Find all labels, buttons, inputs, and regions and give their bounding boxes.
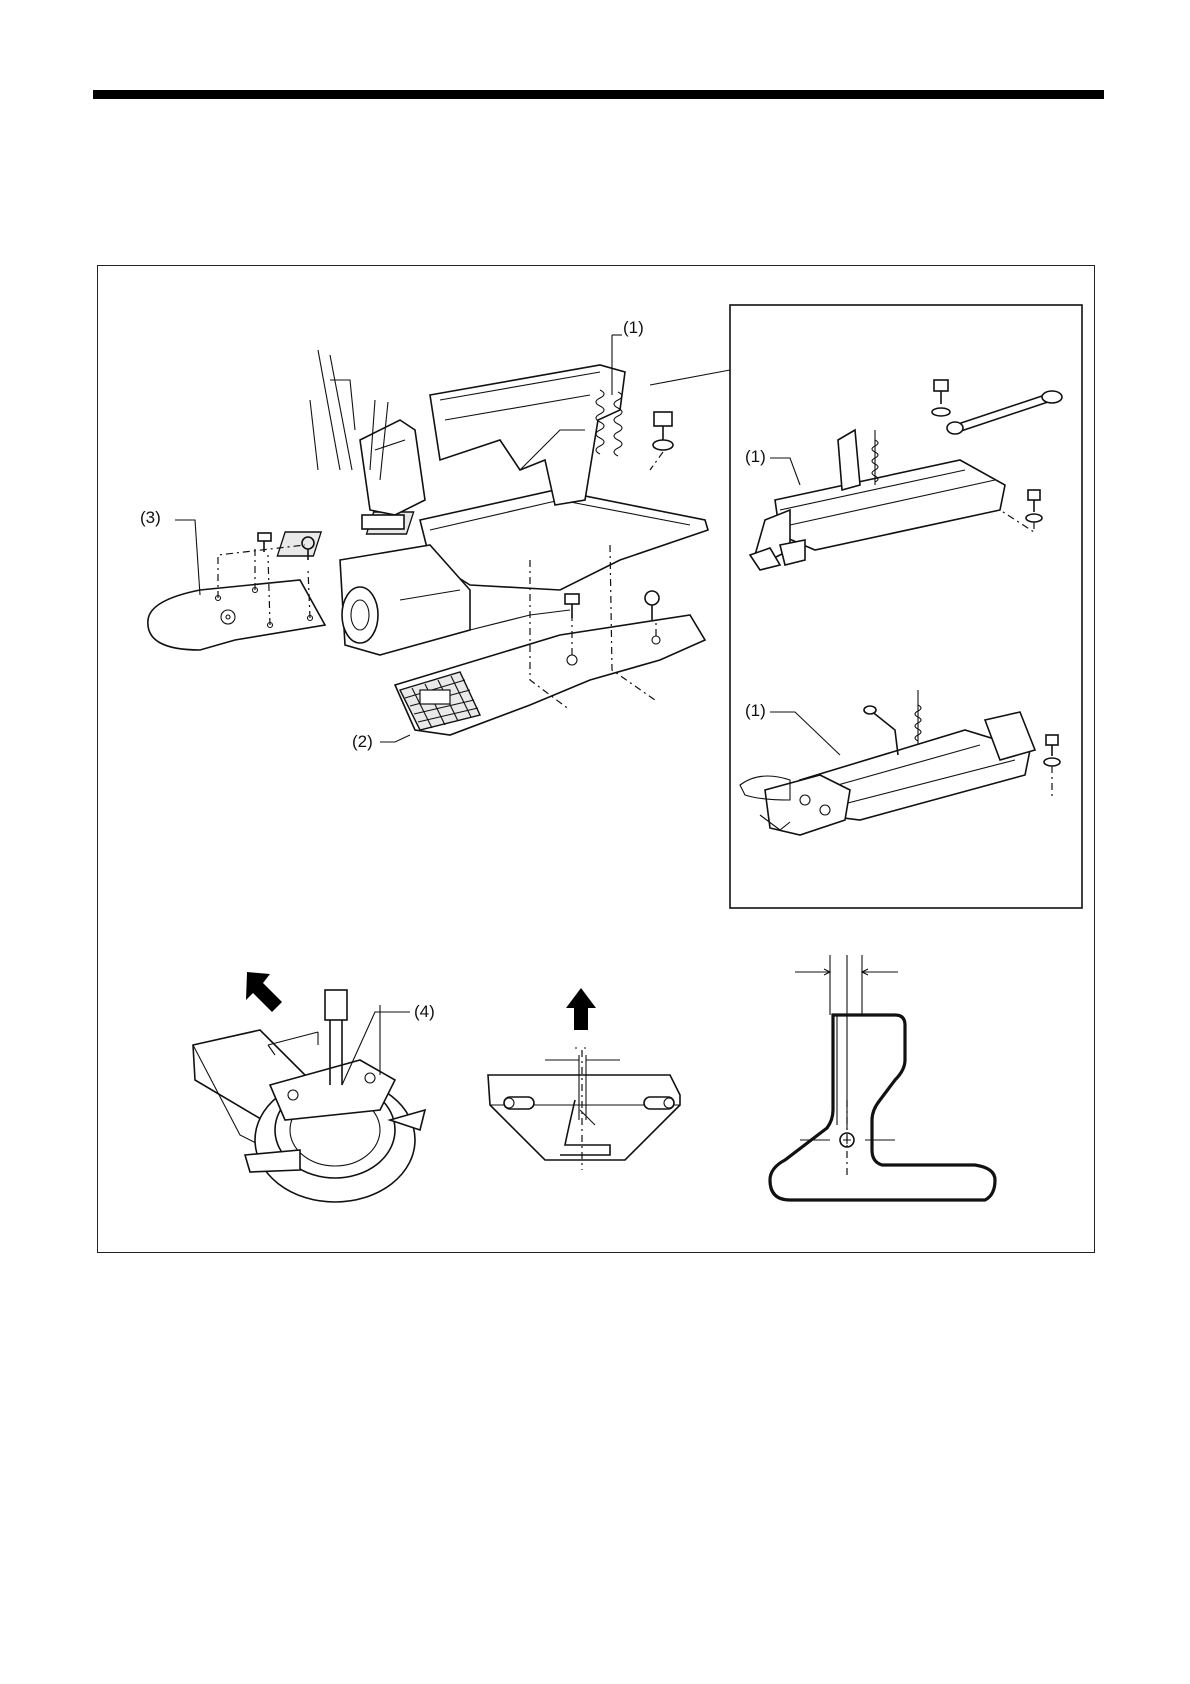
callout-1-main: (1): [623, 318, 644, 337]
callout-1-inset-top: (1): [745, 447, 766, 466]
presser-foot-outline: [770, 955, 995, 1200]
rotary-hook-detail: [193, 972, 425, 1202]
callout-4: (4): [414, 1002, 435, 1021]
callout-3: (3): [140, 508, 161, 527]
inset-box: [730, 305, 1082, 908]
needle-plate-detail: [488, 988, 680, 1170]
arrow-up-left-icon: [246, 972, 282, 1012]
callout-1-inset-bottom: (1): [745, 701, 766, 720]
callout-2: (2): [352, 732, 373, 751]
sewing-machine-drawing: [277, 335, 730, 655]
arrow-up-icon: [566, 988, 596, 1030]
